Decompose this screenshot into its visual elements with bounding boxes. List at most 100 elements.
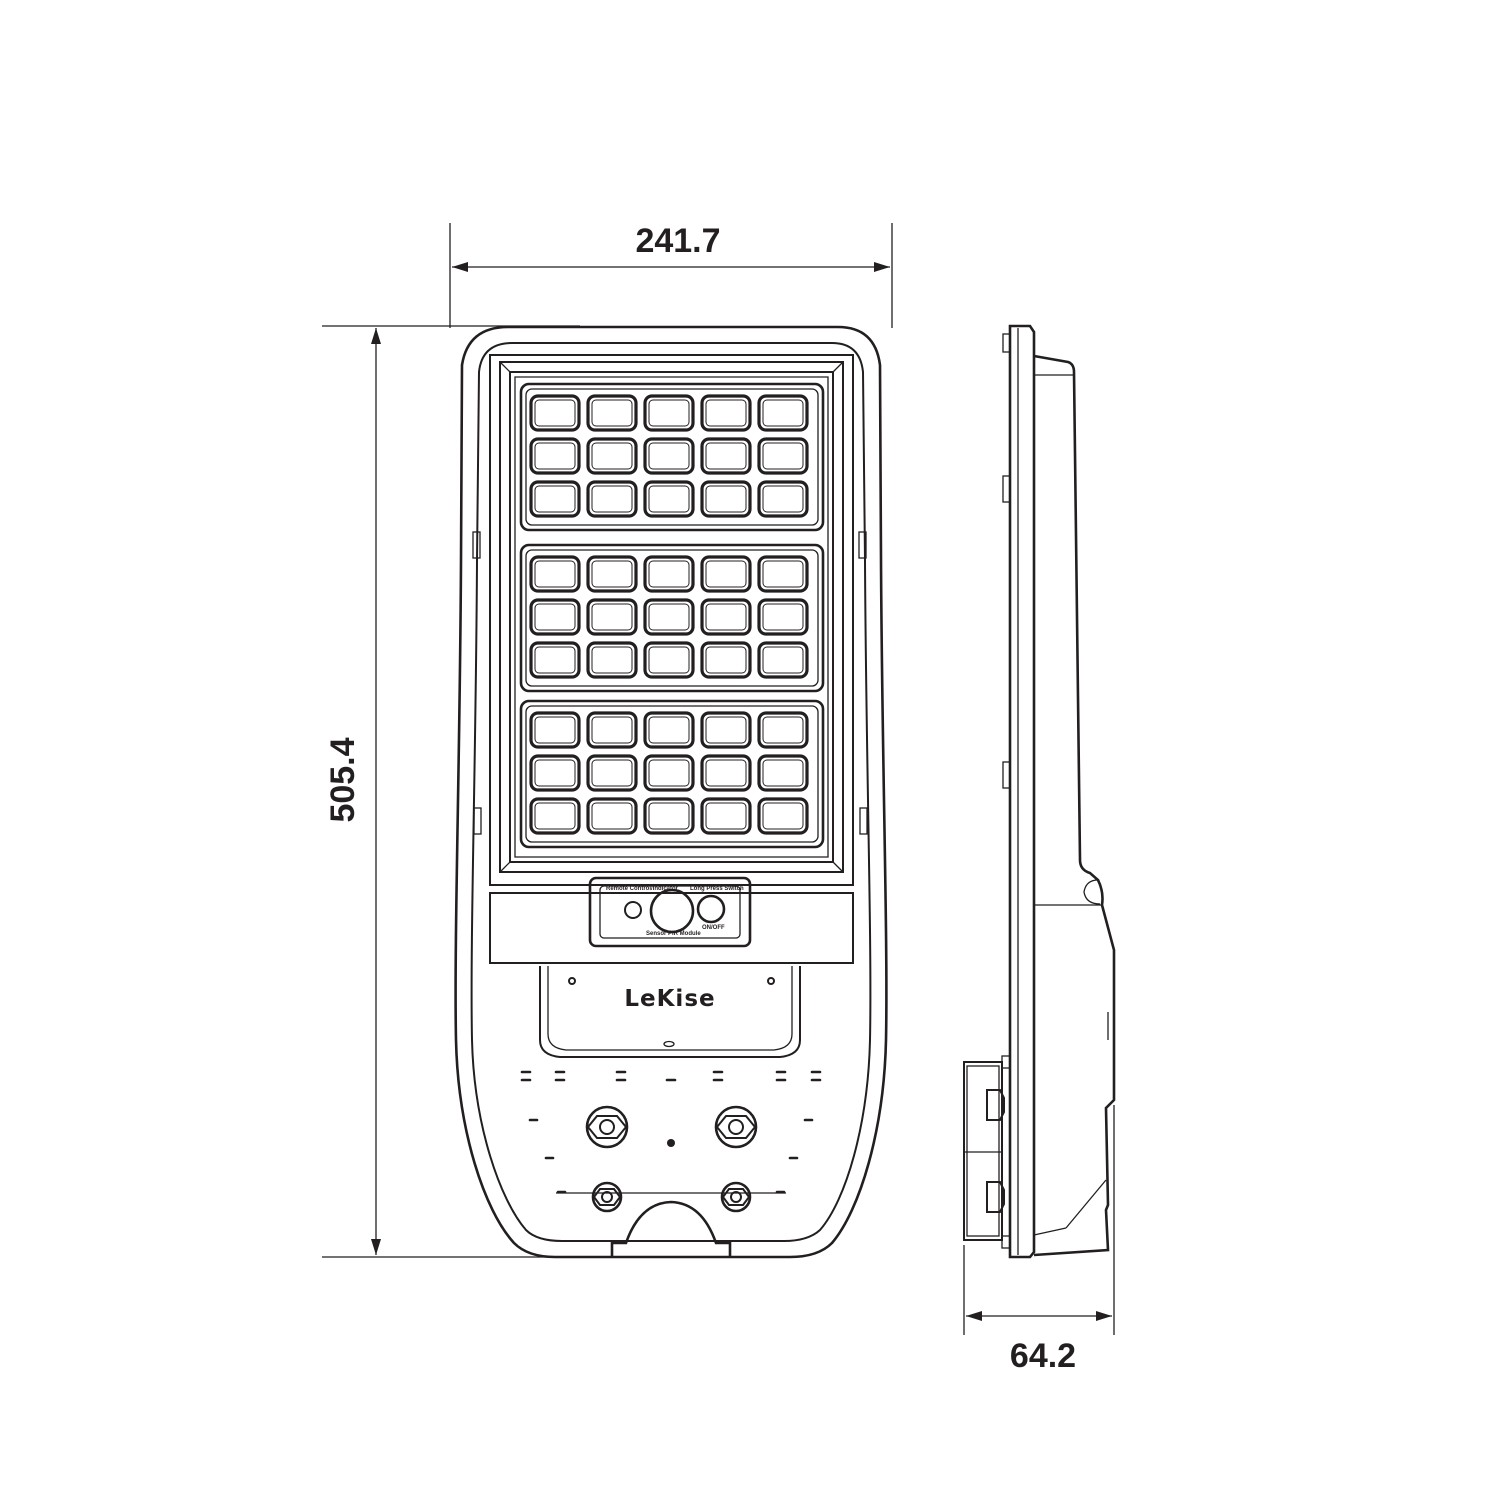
solar-cell [529, 711, 581, 749]
solar-cell-inner [762, 399, 804, 427]
solar-cell [643, 797, 695, 835]
solar-panel [519, 382, 825, 849]
solar-cell-inner [762, 442, 804, 470]
brand-logo: LeKise [624, 986, 715, 1012]
side-view: 64.2 [963, 324, 1116, 1375]
solar-cell [529, 437, 581, 475]
solar-cell-inner [534, 646, 576, 674]
solar-cell [529, 754, 581, 792]
solar-cell [529, 797, 581, 835]
solar-cell [700, 641, 752, 679]
depth-dimension: 64.2 [963, 1105, 1115, 1375]
sensor-box [588, 876, 752, 948]
height-value: 505.4 [324, 737, 362, 822]
solar-cell [700, 480, 752, 518]
solar-cell-inner [762, 759, 804, 787]
solar-cell [529, 394, 581, 432]
solar-cell [586, 598, 638, 636]
solar-module [519, 699, 825, 849]
power-button-icon [696, 894, 726, 924]
solar-cell-inner [705, 603, 747, 631]
solar-cell [529, 480, 581, 518]
width-value: 241.7 [635, 222, 720, 260]
solar-cell-inner [648, 603, 690, 631]
mounting-nut-icon [591, 1181, 623, 1213]
solar-cell [643, 394, 695, 432]
solar-cell [700, 555, 752, 593]
housing-outline [454, 325, 888, 1259]
solar-cell [529, 555, 581, 593]
solar-cell-inner [591, 646, 633, 674]
solar-cell-inner [591, 802, 633, 830]
solar-cell-inner [534, 560, 576, 588]
front-view: Remote Control/Indicator Long Press Swit… [454, 325, 888, 1259]
solar-cell [529, 598, 581, 636]
solar-cell-inner [534, 802, 576, 830]
solar-cell [643, 480, 695, 518]
solar-module [519, 382, 825, 532]
solar-cell [757, 555, 809, 593]
mounting-nut-icon [714, 1105, 758, 1149]
solar-cell [586, 641, 638, 679]
logo-plate [539, 966, 801, 1058]
solar-cell-inner [591, 442, 633, 470]
solar-cell [757, 754, 809, 792]
solar-module-inner [525, 388, 819, 526]
solar-cell-inner [648, 485, 690, 513]
solar-cell [757, 480, 809, 518]
solar-module [519, 543, 825, 693]
solar-cell-inner [762, 646, 804, 674]
solar-cell-inner [705, 442, 747, 470]
indicator-light-icon [624, 901, 642, 919]
solar-cell [586, 394, 638, 432]
solar-cell [700, 711, 752, 749]
solar-cell [586, 437, 638, 475]
solar-cell-inner [534, 442, 576, 470]
solar-cell-inner [762, 802, 804, 830]
solar-cell [700, 437, 752, 475]
solar-cell [757, 598, 809, 636]
pole-clamp [963, 1055, 1011, 1249]
solar-cell [586, 711, 638, 749]
solar-cell-inner [648, 399, 690, 427]
side-clip [472, 531, 481, 559]
height-dimension: 505.4 [322, 325, 580, 1258]
solar-cell [529, 641, 581, 679]
solar-cell [700, 598, 752, 636]
solar-cell [643, 598, 695, 636]
side-clip [473, 807, 482, 835]
mounting-nut-icon [720, 1181, 752, 1213]
solar-cell-inner [534, 716, 576, 744]
width-dimension: 241.7 [449, 222, 893, 328]
solar-cell [586, 797, 638, 835]
solar-cell [643, 754, 695, 792]
vent-slots [520, 1070, 822, 1194]
solar-cell-inner [591, 759, 633, 787]
solar-cell [643, 437, 695, 475]
solar-cell-inner [705, 399, 747, 427]
solar-cell-inner [705, 759, 747, 787]
mounting-nut-icon [585, 1105, 629, 1149]
solar-cell [700, 394, 752, 432]
pole-notch [610, 1200, 732, 1257]
solar-cell-inner [762, 716, 804, 744]
solar-cell-inner [591, 560, 633, 588]
solar-cell-inner [705, 802, 747, 830]
solar-cell-inner [534, 399, 576, 427]
sensor-label-onoff: ON/OFF [702, 925, 725, 931]
sensor-label-left: Remote Control/Indicator [606, 886, 679, 892]
solar-cell-inner [705, 485, 747, 513]
solar-cell-inner [534, 603, 576, 631]
solar-cell-inner [648, 802, 690, 830]
solar-cell-inner [591, 716, 633, 744]
solar-cell [586, 480, 638, 518]
solar-cell [586, 555, 638, 593]
sensor-band [489, 892, 854, 964]
solar-cell-inner [534, 485, 576, 513]
solar-module-inner [525, 549, 819, 687]
solar-cell [757, 711, 809, 749]
solar-cell [586, 754, 638, 792]
solar-cell-inner [591, 399, 633, 427]
solar-cell-inner [705, 716, 747, 744]
